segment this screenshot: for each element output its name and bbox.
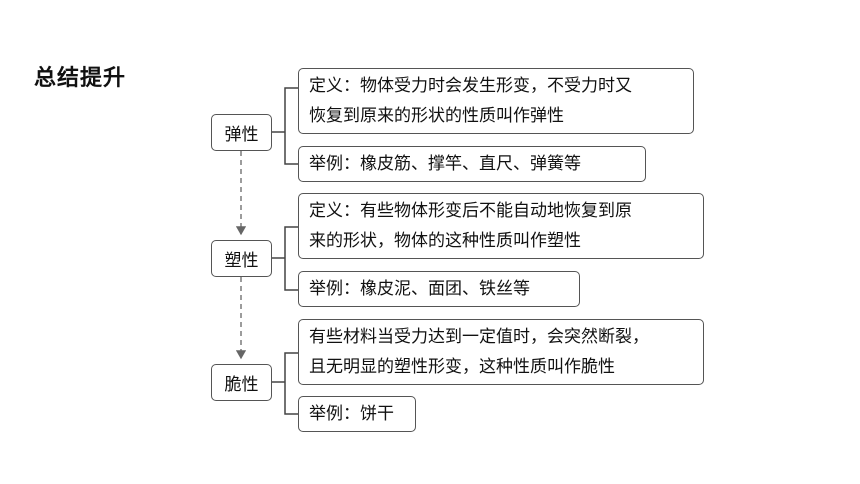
bracket-plasticity [272,226,298,291]
definition-line: 定义：有些物体形变后不能自动地恢复到原 [309,201,632,221]
definition-box-plasticity: 定义：有些物体形变后不能自动地恢复到原 来的形状，物体的这种性质叫作塑性 [298,193,704,259]
bracket-elasticity [272,87,298,165]
example-box-brittleness: 举例：饼干 [298,396,416,432]
definition-line: 来的形状，物体的这种性质叫作塑性 [309,231,581,251]
definition-line: 有些材料当受力达到一定值时，会突然断裂， [309,327,649,347]
definition-line: 定义：物体受力时会发生形变，不受力时又 [309,76,632,96]
node-elasticity: 弹性 [211,114,272,151]
page-title: 总结提升 [34,66,127,91]
node-brittleness: 脆性 [211,364,272,401]
bracket-brittleness [272,352,298,415]
definition-line: 恢复到原来的形状的性质叫作弹性 [309,106,564,126]
example-box-plasticity: 举例：橡皮泥、面团、铁丝等 [298,271,580,307]
definition-box-brittleness: 有些材料当受力达到一定值时，会突然断裂， 且无明显的塑性形变，这种性质叫作脆性 [298,319,704,385]
node-plasticity: 塑性 [211,240,272,277]
definition-line: 且无明显的塑性形变，这种性质叫作脆性 [309,357,615,377]
definition-box-elasticity: 定义：物体受力时会发生形变，不受力时又 恢复到原来的形状的性质叫作弹性 [298,68,694,134]
example-box-elasticity: 举例：橡皮筋、撑竿、直尺、弹簧等 [298,146,646,182]
